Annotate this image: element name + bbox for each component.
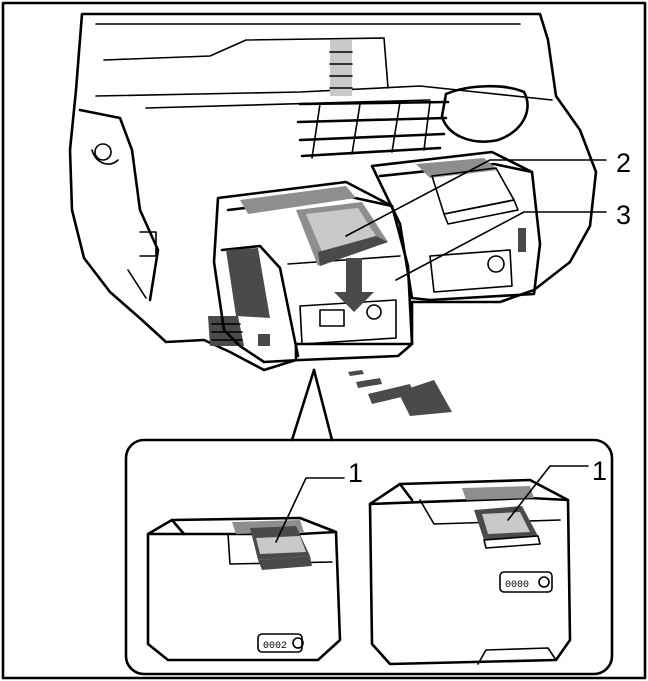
battery-button-right [431, 167, 515, 215]
arrow-down-icon [334, 258, 374, 312]
arrow-slide-icon [348, 370, 452, 416]
callout-3: 3 [616, 200, 631, 230]
detail-battery-right: 0000 [368, 478, 572, 666]
callout-1-left: 1 [348, 458, 363, 488]
tool-body [68, 12, 598, 372]
fuel-gauge-left: 0002 [263, 641, 287, 652]
battery-left [212, 180, 414, 364]
screw-icon [94, 143, 112, 161]
detail-battery-left: 0002 [146, 516, 342, 662]
leader-line-3 [395, 211, 607, 281]
detail-inset: 0002 0000 1 1 [124, 368, 614, 676]
vent-slots [296, 100, 450, 159]
battery-right [370, 150, 542, 302]
fuel-gauge-right: 0000 [505, 580, 529, 591]
callout-1-right: 1 [592, 456, 607, 486]
callout-2: 2 [616, 148, 631, 178]
leader-line-1-left [275, 477, 345, 543]
leader-line-2 [345, 159, 607, 237]
leader-line-1-right [507, 465, 589, 521]
